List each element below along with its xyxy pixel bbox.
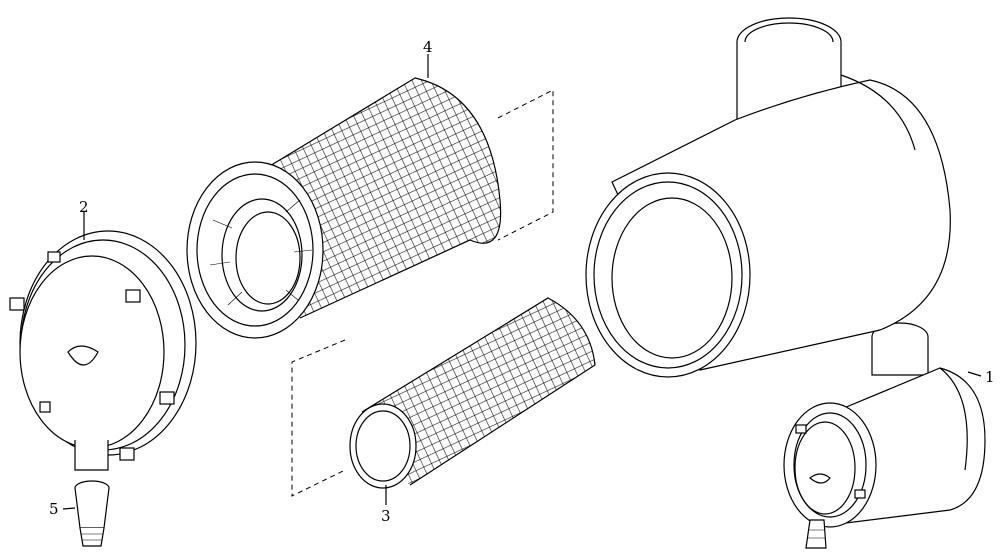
callout-5: 5 — [49, 500, 59, 518]
cover-assembly-part — [9, 230, 197, 471]
assembly-bracket-upper — [497, 89, 554, 241]
assembly-bracket-lower — [291, 339, 346, 497]
leader-lines — [62, 54, 982, 510]
primary-filter-element-part — [186, 77, 502, 339]
callout-2: 2 — [79, 198, 89, 216]
air-cleaner-assembly-part — [783, 322, 986, 549]
callout-1: 1 — [985, 368, 995, 386]
secondary-filter-element-part — [349, 297, 596, 489]
callout-4: 4 — [423, 38, 433, 56]
callout-3: 3 — [381, 507, 391, 525]
air-cleaner-housing — [585, 17, 951, 378]
vacuator-valve-part — [74, 480, 110, 547]
